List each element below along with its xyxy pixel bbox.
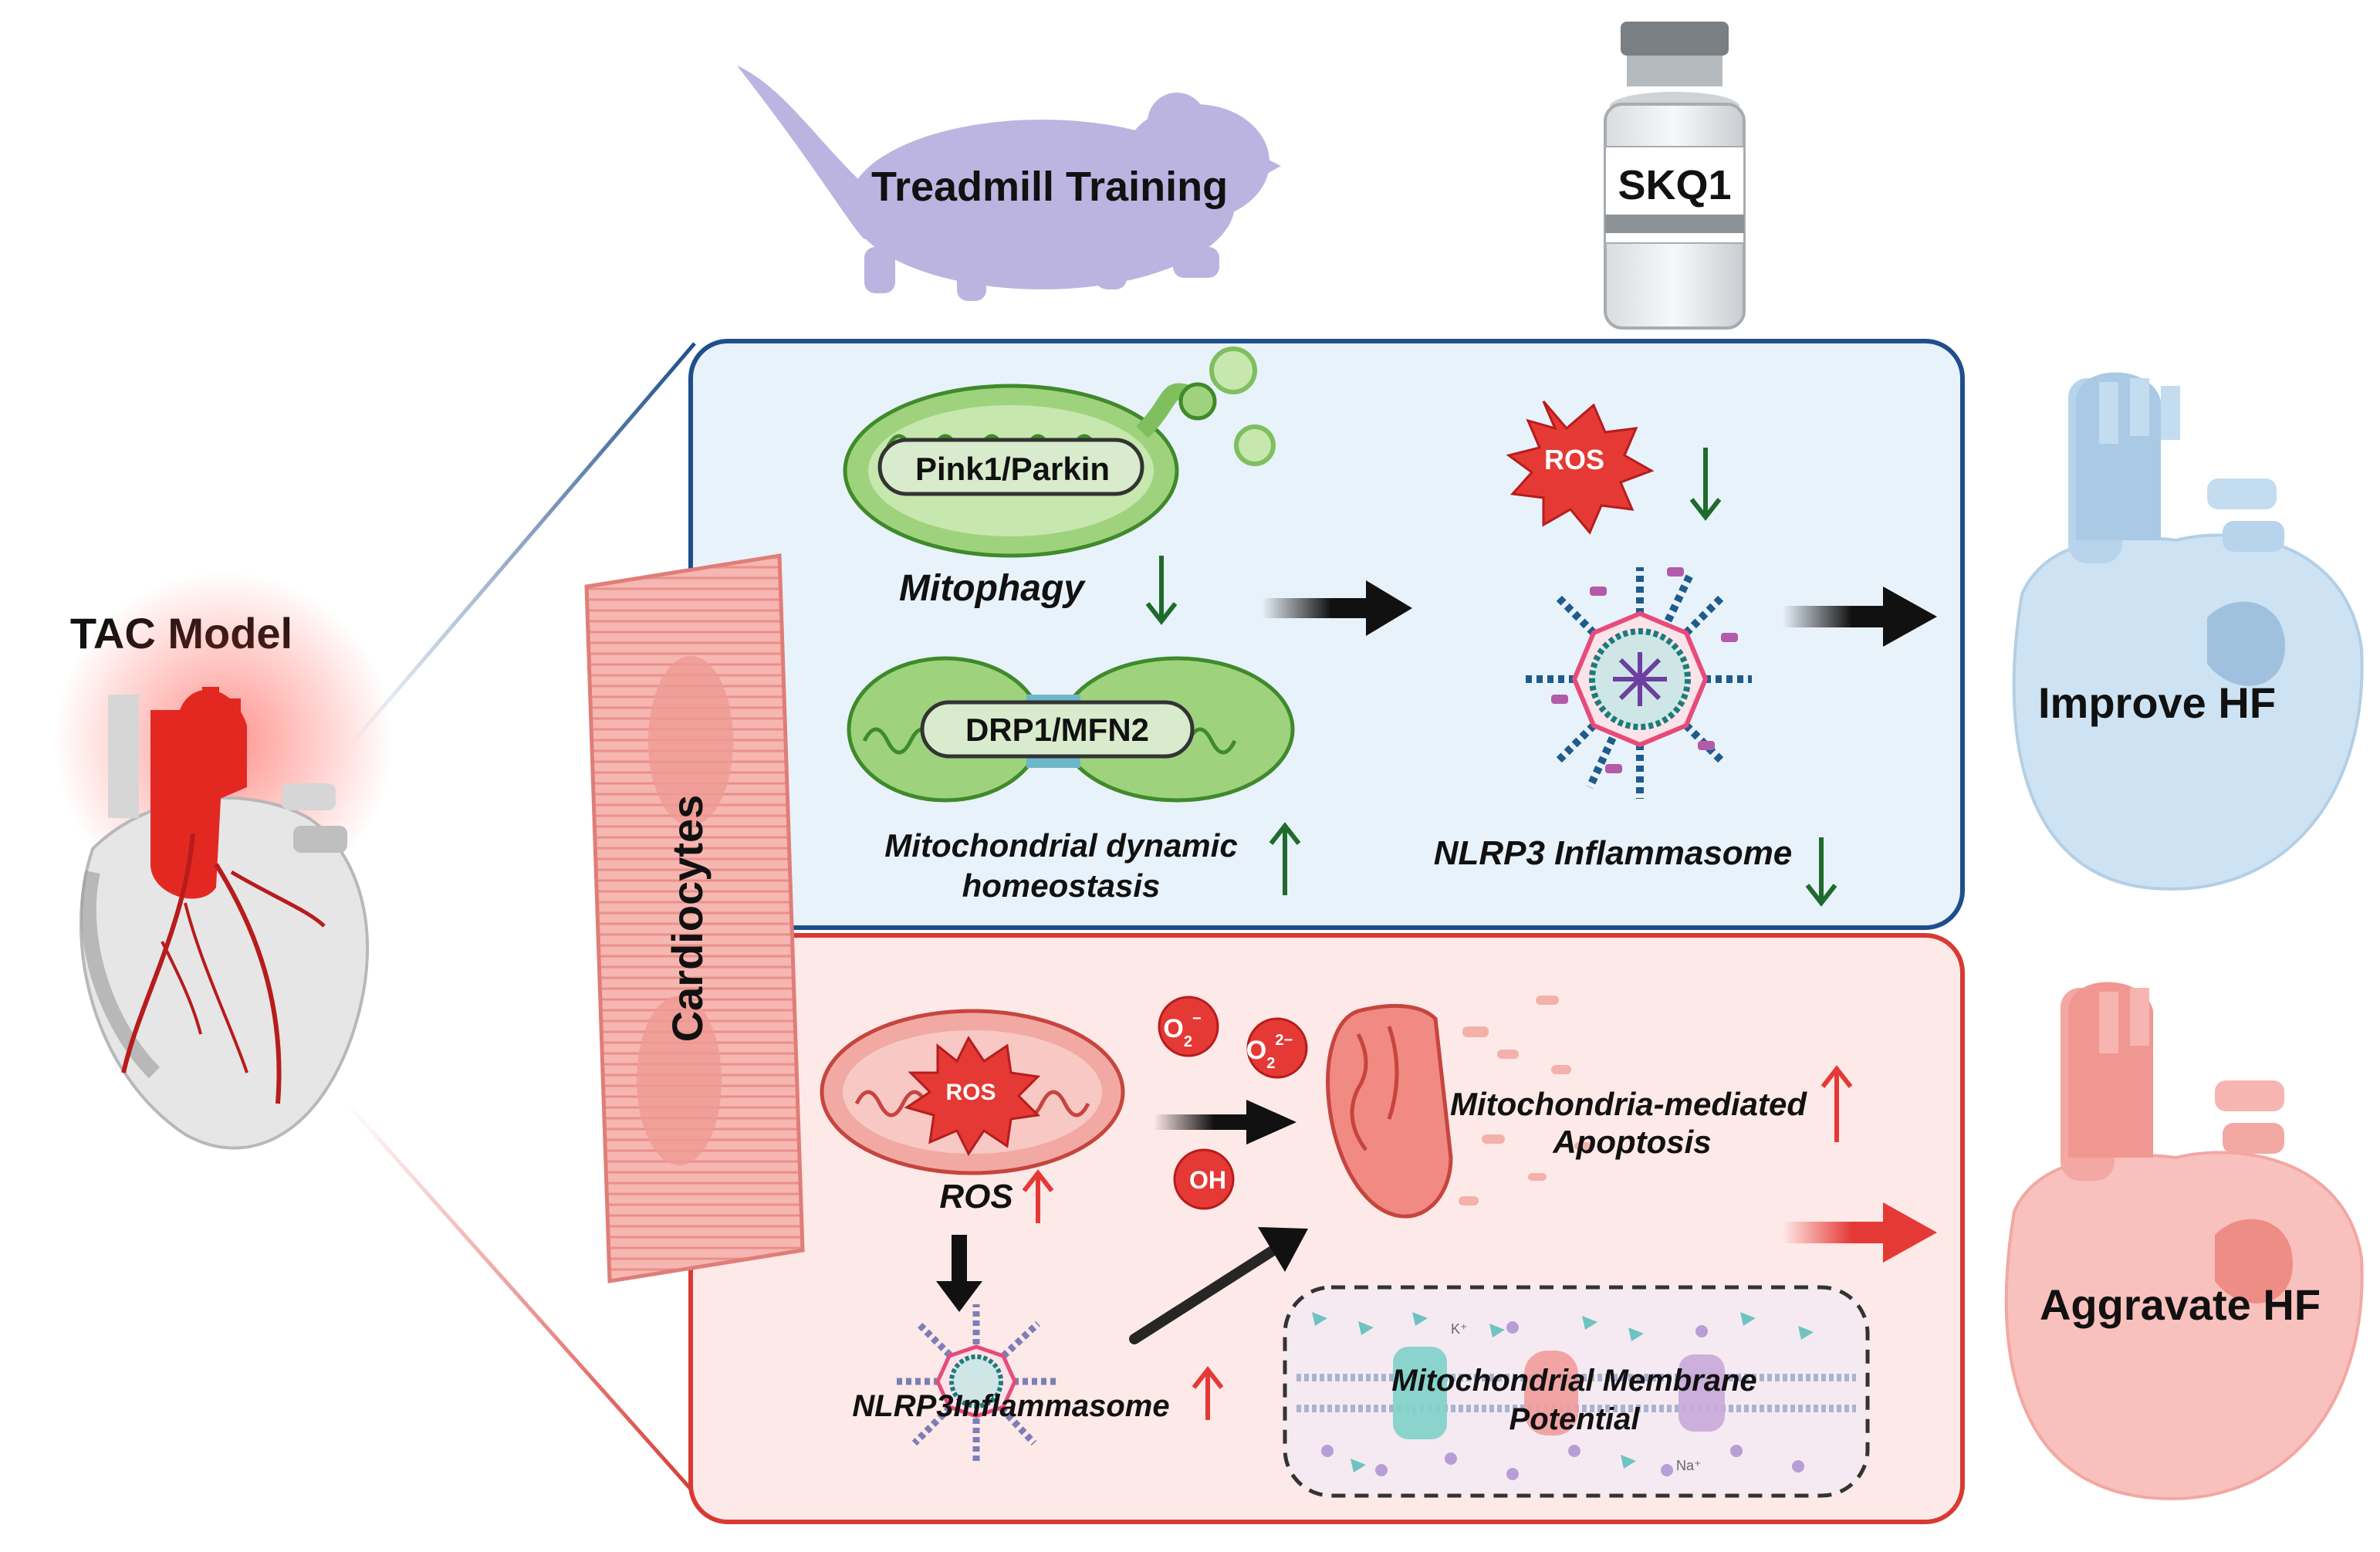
nlrp3-bottom-up-arrow: [1192, 1366, 1224, 1420]
ros-burst-top-icon: [1506, 401, 1655, 535]
sodium-ion-label: Na⁺: [1676, 1458, 1702, 1473]
mito-dynamic-up-arrow: [1269, 822, 1301, 895]
ros-bottom-badge: ROS: [945, 1080, 996, 1105]
improve-heart-icon: [2012, 372, 2364, 891]
skq1-label: SKQ1: [1618, 162, 1731, 208]
membrane-bilayer-icon: [1296, 1312, 1856, 1480]
tac-heart-icon: [54, 571, 394, 1150]
arrow-ros-to-nlrp3: [936, 1235, 982, 1312]
vial-icon: [1604, 22, 1746, 330]
nlrp3-bottom-label: NLRP3Inflammasome: [852, 1389, 1169, 1423]
cardiocyte-icon: [584, 553, 805, 1283]
ros-bottom-label: ROS: [939, 1178, 1013, 1216]
membrane-potential-label-line1: Mitochondrial Membrane: [1391, 1364, 1756, 1398]
hydroxyl-radical-icon: [1173, 1148, 1235, 1210]
damaged-mitochondrion-icon: [1326, 996, 1591, 1219]
mitochondrion-dynamics-icon: [847, 656, 1295, 803]
mito-dynamic-label-line1: Mitochondrial dynamic: [884, 827, 1237, 864]
arrow-to-improve-hf: [1783, 587, 1937, 647]
mitochondrion-mitophagy-icon: [843, 347, 1276, 558]
superoxide-radical-icon: [1158, 996, 1219, 1057]
nlrp3-top-down-arrow: [1805, 837, 1837, 907]
nlrp3-top-label: NLRP3 Inflammasome: [1434, 834, 1793, 872]
apoptosis-label-line2: Apoptosis: [1552, 1124, 1711, 1160]
aggravate-heart-icon: [2004, 982, 2364, 1500]
treadmill-label: Treadmill Training: [871, 164, 1228, 210]
nlrp3-inflammasome-top-icon: [1524, 567, 1752, 799]
improve-hf-label: Improve HF: [2038, 678, 2276, 727]
nlrp3-inflammasome-bottom-icon: [895, 1304, 1057, 1462]
aggravate-hf-label: Aggravate HF: [2040, 1280, 2321, 1329]
cardiocytes-label: Cardiocytes: [663, 795, 712, 1043]
zoom-line-bottom: [346, 1102, 696, 1495]
mitochondrion-ros-icon: [820, 1009, 1125, 1175]
ros-bottom-up-arrow: [1022, 1169, 1054, 1223]
zoom-line-top: [346, 342, 696, 750]
peroxide-radical-icon: [1246, 1017, 1308, 1079]
mouse-icon: [737, 66, 1281, 301]
arrow-ros-to-apoptosis: [1154, 1100, 1296, 1145]
hydroxyl-label: OH: [1189, 1166, 1226, 1194]
apoptosis-up-arrow: [1820, 1065, 1853, 1142]
ros-top-label: ROS: [1544, 444, 1604, 475]
mitophagy-label: Mitophagy: [899, 568, 1086, 609]
apoptosis-label-line1: Mitochondria-mediated: [1450, 1086, 1807, 1122]
arrow-nlrp3-to-apoptosis: [1129, 1227, 1308, 1344]
potassium-ion-label: K⁺: [1451, 1321, 1468, 1337]
membrane-potential-label-line2: Potential: [1509, 1402, 1641, 1436]
arrow-mito-to-nlrp3: [1262, 580, 1412, 636]
mito-dynamic-label-line2: homeostasis: [962, 867, 1161, 904]
superoxide-label: O2−: [1163, 1010, 1201, 1050]
ros-top-down-arrow: [1689, 448, 1722, 521]
pink1-parkin-label: Pink1/Parkin: [915, 451, 1110, 487]
mitophagy-down-arrow: [1145, 556, 1178, 625]
drp1-mfn2-label: DRP1/MFN2: [965, 712, 1149, 748]
peroxide-label: O22−: [1246, 1032, 1293, 1072]
arrow-to-aggravate-hf: [1783, 1202, 1937, 1263]
